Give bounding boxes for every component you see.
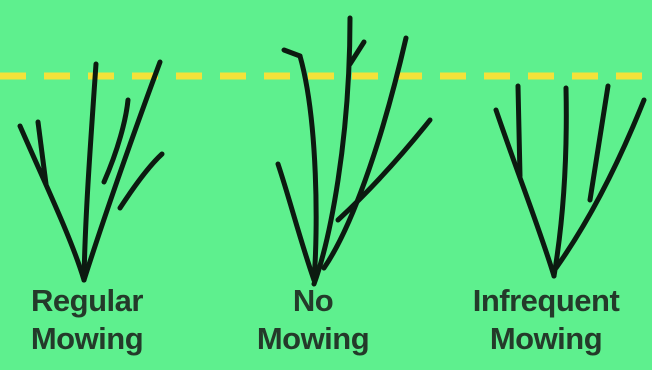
label-infrequent-mowing: Infrequent Mowing <box>446 282 646 358</box>
plant-no-mowing <box>275 15 433 287</box>
label-no-mowing: No Mowing <box>228 282 398 358</box>
label-regular-mowing: Regular Mowing <box>2 282 172 358</box>
label-regular-line1: Regular <box>31 283 143 318</box>
plant-regular-mowing <box>17 59 165 283</box>
label-infrequent-line1: Infrequent <box>472 283 620 318</box>
label-none-line2: Mowing <box>256 321 370 356</box>
label-infrequent-line2: Mowing <box>489 321 603 356</box>
label-regular-line2: Mowing <box>30 321 144 356</box>
plant-infrequent-mowing <box>493 83 647 279</box>
label-none-line1: No <box>292 283 334 318</box>
